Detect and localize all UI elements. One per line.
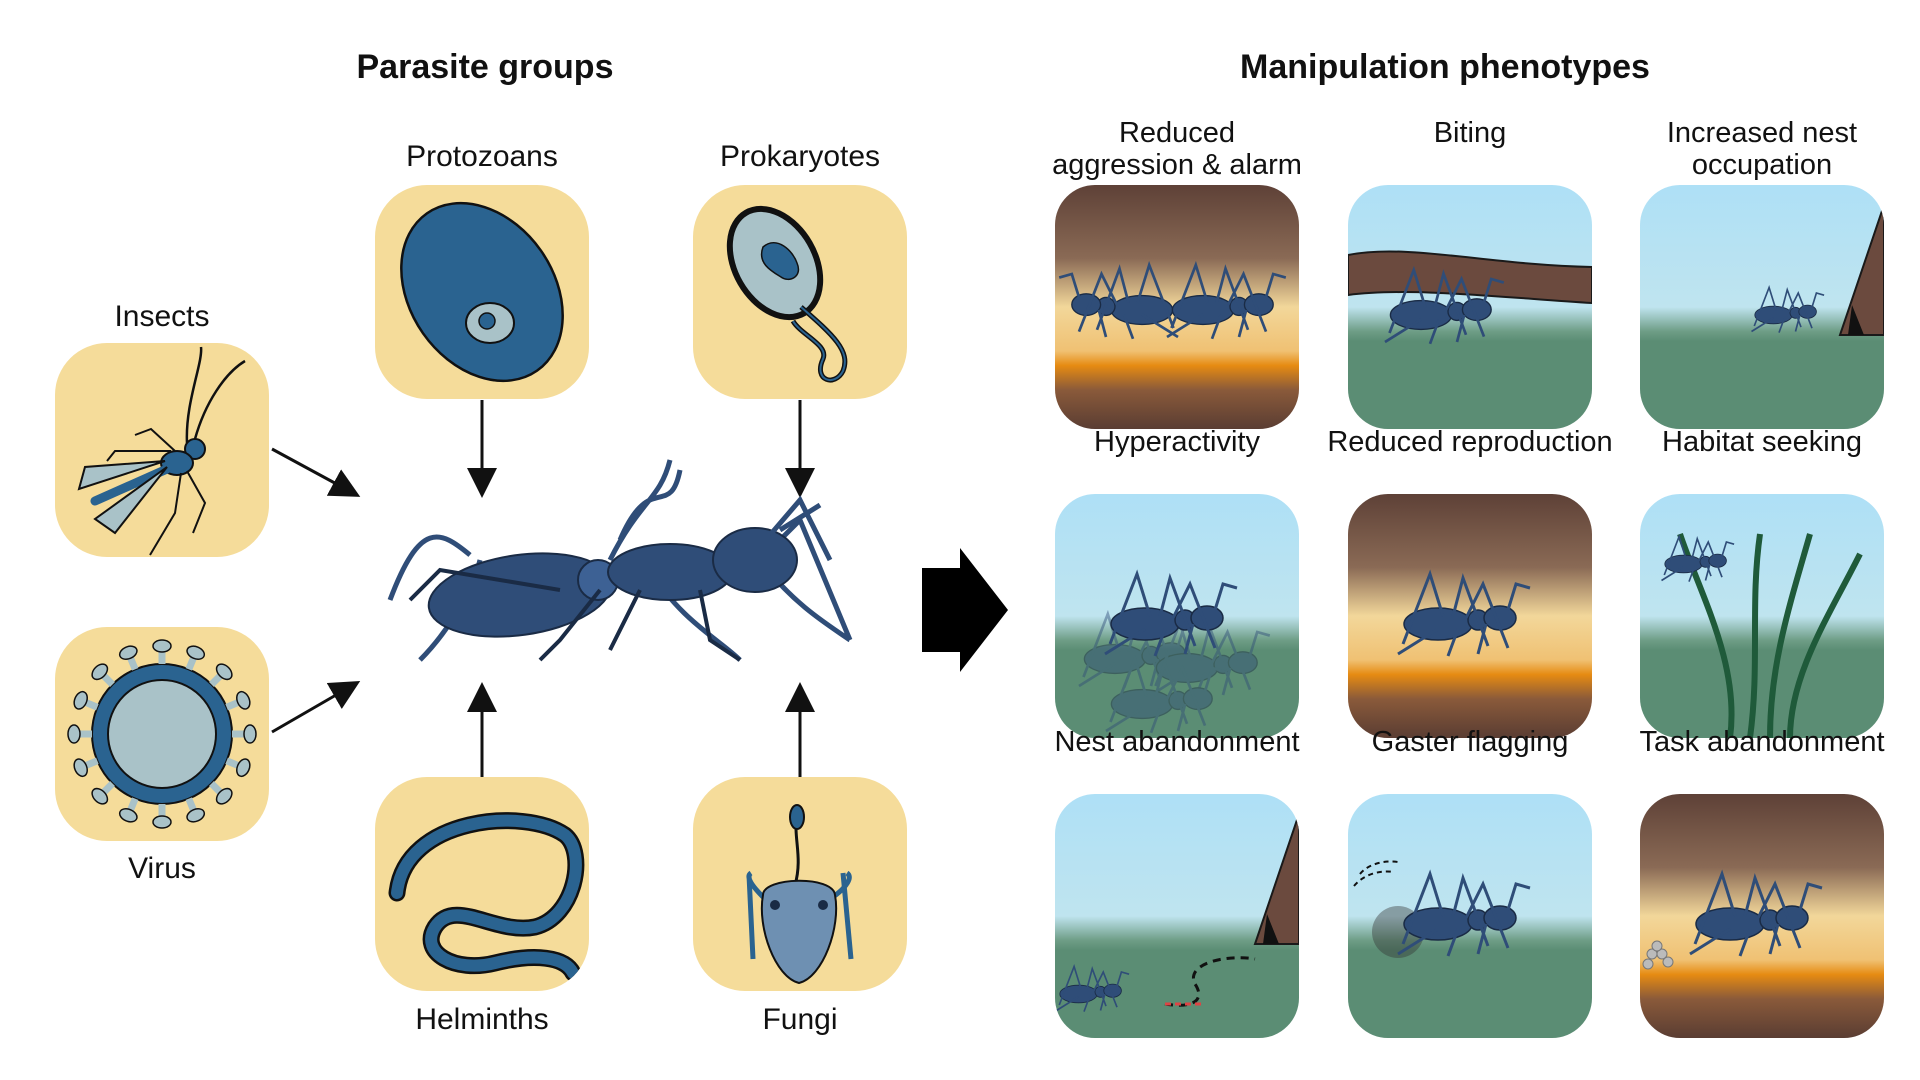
phenotype-label-hyperactivity: Hyperactivity [1015, 426, 1339, 458]
label-helminths: Helminths [415, 1003, 549, 1036]
phenotype-label-line2: occupation [1691, 149, 1833, 181]
scene-illustration [1055, 185, 1299, 429]
phenotype-label-line2: Nest abandonment [1054, 726, 1300, 758]
phenotype-tile-biting [1348, 185, 1592, 429]
left-title: Parasite groups [356, 48, 614, 86]
scene-illustration [1640, 185, 1884, 429]
phenotype-label-line2: Reduced reproduction [1327, 426, 1613, 458]
phenotype-label-line2: Gaster flagging [1371, 726, 1569, 758]
phenotype-tile-task-abandonment [1640, 794, 1884, 1038]
virus-spike-cap [118, 645, 138, 660]
mosquito-icon [77, 346, 246, 556]
virus-spike-cap [243, 724, 257, 744]
label-protozoans: Protozoans [406, 140, 558, 173]
protozoans-tile [375, 185, 589, 399]
phenotype-label-nest-abandonment: Nest abandonment [1015, 726, 1339, 758]
virus-spike-cap [91, 787, 109, 805]
phenotype-label-line2: Task abandonment [1639, 726, 1885, 758]
big-arrow [922, 548, 1008, 672]
virus-spike-cap [118, 808, 138, 823]
virus-spike-cap [186, 808, 206, 823]
phenotype-label-line2: Hyperactivity [1094, 426, 1260, 458]
scene-illustration [1055, 494, 1299, 738]
arrow-virus [271, 680, 361, 734]
label-fungi: Fungi [762, 1003, 838, 1036]
virus-spike-cap [152, 639, 172, 653]
virus-spike-cap [152, 815, 172, 829]
scene-illustration [1348, 494, 1592, 738]
phenotype-tile-gaster-flagging [1348, 794, 1592, 1038]
scene-illustration [1640, 494, 1884, 738]
scene-illustration [1640, 794, 1884, 1038]
phenotype-label-line2: Biting [1433, 117, 1507, 149]
virus-spike-cap [73, 690, 88, 710]
right-title: Manipulation phenotypes [1240, 48, 1650, 86]
arrows-layer [271, 400, 1008, 777]
phenotype-label-task-abandonment: Task abandonment [1600, 726, 1920, 758]
bacterium-icon [726, 205, 848, 383]
phenotype-label-gaster-flagging: Gaster flagging [1308, 726, 1632, 758]
phenotype-tile-hyperactivity [1055, 494, 1299, 738]
phenotype-label-habitat-seeking: Habitat seeking [1600, 426, 1920, 458]
phenotype-label-line1: Increased nest [1666, 117, 1858, 149]
insects-tile [55, 343, 269, 557]
worm-icon [388, 812, 585, 982]
virus-spike-cap [215, 663, 233, 681]
phenotype-label-line1: Reduced [1118, 117, 1236, 149]
fungus-ant-head-icon [746, 804, 854, 985]
phenotype-tile-increased-nest-occupation [1640, 185, 1884, 429]
scene-illustration [1348, 794, 1592, 1038]
virus-spike-cap [236, 690, 251, 710]
phenotype-label-line2: aggression & alarm [1052, 149, 1302, 181]
virus-tile [55, 627, 269, 841]
virus-spike-cap [91, 663, 109, 681]
protozoan-icon [400, 201, 564, 383]
prokaryotes-tile [693, 185, 907, 399]
virus-spike-cap [73, 758, 88, 778]
helminths-tile [375, 777, 589, 991]
fungi-tile [693, 777, 907, 991]
phenotype-tile-habitat-seeking [1640, 494, 1884, 738]
label-virus: Virus [128, 852, 196, 885]
phenotype-label-reduced-reproduction: Reduced reproduction [1308, 426, 1632, 458]
label-prokaryotes: Prokaryotes [719, 140, 881, 173]
phenotype-tile-nest-abandonment [1055, 794, 1299, 1038]
ant-host-icon [387, 459, 853, 662]
virus-spike-cap [215, 787, 233, 805]
phenotype-label-biting: Biting [1308, 117, 1632, 149]
virus-spike-cap [236, 758, 251, 778]
label-insects: Insects [114, 300, 210, 333]
arrow-insects [271, 447, 361, 497]
virus-icon [67, 639, 257, 829]
phenotype-label-line2: Habitat seeking [1662, 426, 1862, 458]
phenotype-tile-reduced-aggression [1055, 185, 1299, 429]
scene-illustration [1055, 794, 1299, 1038]
virus-spike-cap [186, 645, 206, 660]
phenotype-tile-reduced-reproduction [1348, 494, 1592, 738]
scene-illustration [1348, 185, 1592, 429]
virus-spike-cap [67, 724, 81, 744]
